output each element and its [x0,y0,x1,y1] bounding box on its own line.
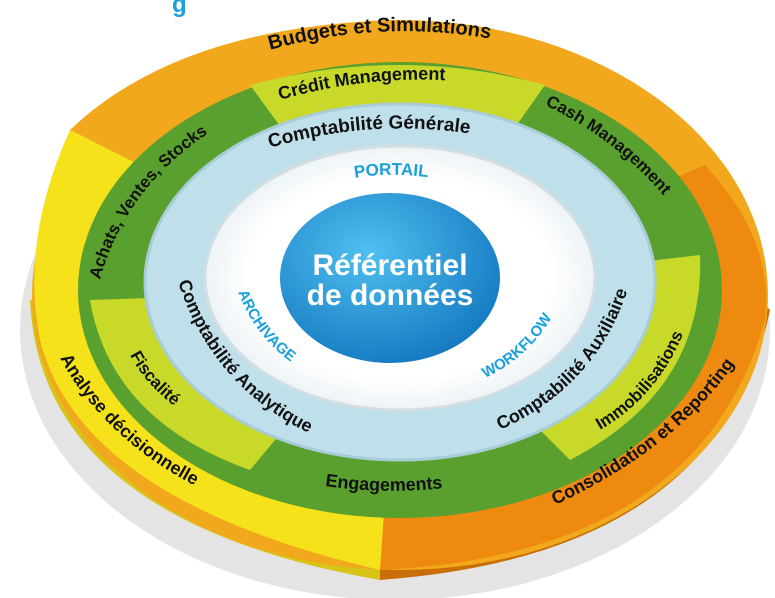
center-title-line1: Référentiel [312,249,467,282]
label-portail: PORTAIL [353,160,430,182]
center-title-line2: de données [307,279,474,312]
header-title-fragment: g [172,0,187,18]
center-hub [280,193,500,363]
